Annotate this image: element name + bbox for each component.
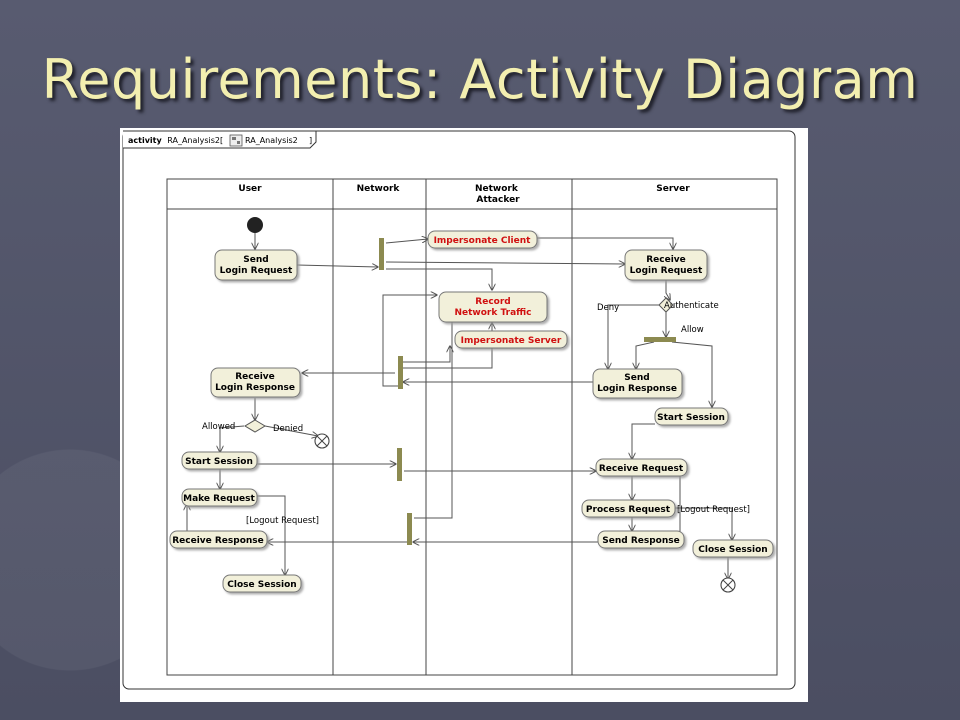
flow-final-user [314, 433, 330, 449]
flow-deny [608, 304, 660, 369]
fork-bar-server [644, 337, 676, 342]
activity-diagram: activity RA_Analysis2[ RA_Analysis2 ] Us… [120, 128, 808, 702]
fork-bar-2 [398, 356, 403, 389]
fork-bar-3 [397, 448, 402, 481]
frame-close: ] [309, 136, 312, 145]
svg-text:Impersonate Server: Impersonate Server [461, 336, 562, 346]
frame-label: activity RA_Analysis2[ [128, 136, 223, 145]
svg-text:Close Session: Close Session [698, 545, 767, 555]
fork-bar-1 [379, 238, 384, 270]
lane-server-header: Server [656, 184, 690, 194]
action-send-response: Send Response [597, 530, 685, 549]
action-start-session-server: Start Session [654, 407, 729, 426]
flow-final-server [720, 577, 736, 593]
initial-node [247, 217, 263, 233]
swimlanes [166, 178, 778, 676]
action-close-session-server: Close Session [692, 539, 774, 558]
fork-bar-4 [407, 513, 412, 545]
flow-fork-to-receive [385, 262, 625, 264]
frame-name: RA_Analysis2[ [167, 136, 223, 145]
fork-join-bars [379, 238, 676, 545]
svg-text:Receive Response: Receive Response [172, 536, 264, 546]
edge-label-allow: Allow [681, 325, 704, 335]
flow-allow-to-send [636, 341, 655, 369]
action-process-request: Process Request [581, 499, 676, 518]
edge-label-authenticate: Authenticate [664, 301, 719, 311]
frame-keyword: activity [128, 136, 162, 145]
frame-label-tab [123, 130, 317, 149]
flow-fork-to-impersonate [385, 239, 428, 244]
svg-text:Send Response: Send Response [602, 536, 679, 546]
action-receive-response: Receive Response [169, 530, 268, 549]
flow-denied [264, 425, 318, 436]
flow-allow-to-start [671, 341, 712, 407]
svg-text:Close Session: Close Session [227, 580, 296, 590]
svg-text:Receive Request: Receive Request [599, 464, 684, 474]
decision-authenticate [658, 297, 674, 313]
edge-label-deny: Deny [597, 303, 619, 313]
svg-text:Make Request: Make Request [183, 494, 255, 504]
svg-text:Start Session: Start Session [185, 457, 253, 467]
flow-allowed [220, 425, 245, 452]
frame-ref-name: RA_Analysis2 [245, 136, 298, 145]
edge-label-allowed: Allowed [202, 422, 235, 432]
flow-bar2-to-record [382, 295, 437, 387]
action-impersonate-server: Impersonate Server [454, 330, 568, 349]
decision-login-result [244, 419, 266, 433]
flow-fork-to-record [386, 268, 492, 290]
svg-text:Process Request: Process Request [586, 505, 671, 515]
edge-label-denied: Denied [273, 424, 303, 434]
flow-make-to-logout [257, 495, 285, 575]
flow-bar2-to-impersonate-server [403, 346, 450, 363]
edge-label-logout-user: [Logout Request] [246, 516, 319, 526]
action-make-request: Make Request [181, 488, 258, 507]
action-receive-request: Receive Request [595, 458, 688, 477]
action-impersonate-client: Impersonate Client [427, 230, 538, 249]
lane-user-header: User [238, 184, 262, 194]
diagram-ref-icon [229, 134, 243, 147]
edge-label-logout-server: [Logout Request] [677, 505, 750, 515]
svg-text:Start Session: Start Session [657, 413, 725, 423]
lane-network-header: Network [357, 184, 401, 194]
lane-attacker-header: Network Attacker [475, 184, 521, 205]
slide-title: Requirements: Activity Diagram [41, 48, 919, 111]
flow-start-server-to-receive-req [632, 423, 655, 459]
flow-impersonate-to-receive [537, 237, 673, 249]
flow-logout-server [652, 507, 732, 540]
flow-receive-to-decision [666, 280, 670, 300]
svg-text:Impersonate Client: Impersonate Client [434, 236, 532, 246]
diagram-canvas: activity RA_Analysis2[ RA_Analysis2 ] Us… [122, 130, 796, 690]
action-start-session-user: Start Session [181, 451, 258, 470]
flow-send-to-fork [296, 265, 378, 267]
action-close-session-user: Close Session [222, 574, 302, 593]
